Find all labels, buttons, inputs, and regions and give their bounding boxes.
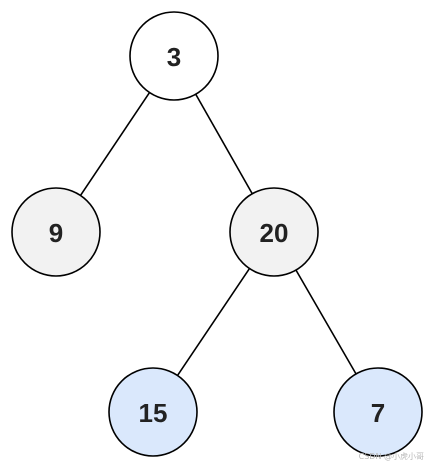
node-9: 9 xyxy=(11,187,101,277)
node-9-circle xyxy=(11,187,101,277)
node-9-label: 9 xyxy=(49,218,63,248)
edge-20-7 xyxy=(295,269,357,375)
tree-nodes: 3 9 20 15 7 xyxy=(11,11,423,457)
node-15-circle xyxy=(108,367,198,457)
node-3-label: 3 xyxy=(167,42,181,72)
edge-20-15 xyxy=(176,268,251,376)
node-3-circle xyxy=(129,11,219,101)
edge-3-9 xyxy=(79,92,151,196)
node-7-circle xyxy=(333,367,423,457)
node-3: 3 xyxy=(129,11,219,101)
node-15-label: 15 xyxy=(139,398,168,428)
node-20-circle xyxy=(229,187,319,277)
node-20-label: 20 xyxy=(260,218,289,248)
edge-3-20 xyxy=(195,93,253,195)
node-15: 15 xyxy=(108,367,198,457)
node-20: 20 xyxy=(229,187,319,277)
node-7-label: 7 xyxy=(371,398,385,428)
tree-edges xyxy=(79,92,357,376)
node-7: 7 xyxy=(333,367,423,457)
watermark-text: CSDN @小虎小哥 xyxy=(358,452,424,461)
